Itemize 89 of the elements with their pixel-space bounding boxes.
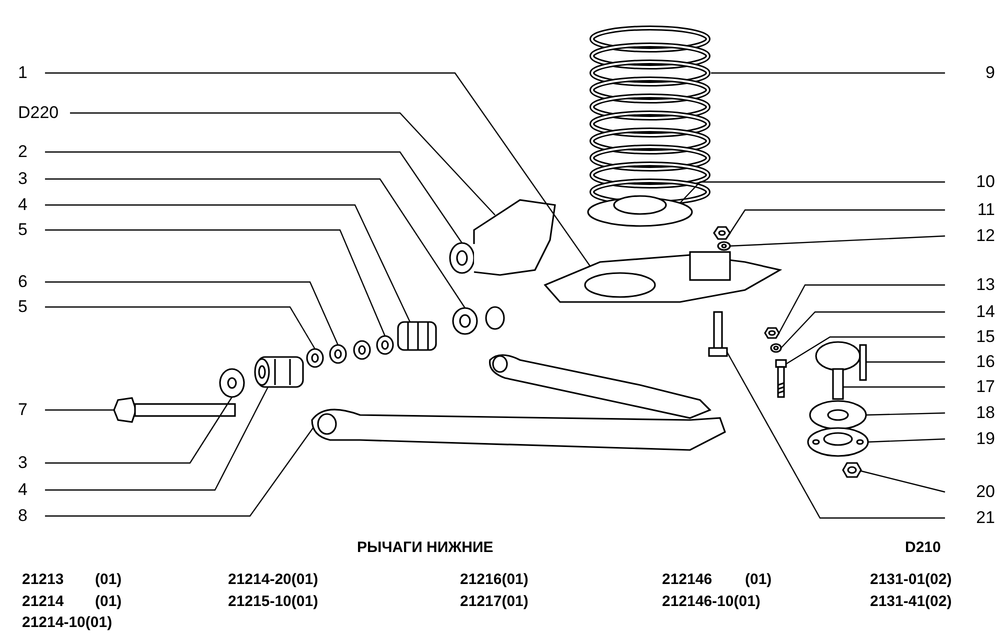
callout-number: 11 (977, 200, 995, 220)
catalog-code: (01) (95, 570, 122, 590)
washer-drawing (770, 343, 782, 353)
catalog-code: 21213 (22, 570, 64, 590)
leader-line (45, 428, 314, 517)
bolt-drawing (859, 344, 867, 381)
leader-line (780, 311, 945, 348)
catalog-code: 21217(01) (460, 592, 528, 612)
callout-number: 6 (18, 272, 28, 292)
bracket-drawing (473, 199, 556, 276)
washer-drawing (219, 368, 245, 398)
diagram-title: РЫЧАГИ НИЖНИЕ (357, 538, 494, 558)
nut-drawing (713, 226, 731, 240)
callout-number: 15 (976, 327, 995, 347)
callout-number: 1 (18, 63, 28, 83)
leader-line (45, 151, 462, 244)
callout-number: 8 (18, 506, 28, 526)
catalog-code: (01) (745, 570, 772, 590)
leader-line (45, 281, 339, 346)
leader-line (45, 178, 466, 308)
callout-number: 18 (976, 403, 995, 423)
callout-number: 4 (18, 480, 28, 500)
flange-drawing (809, 400, 867, 430)
leader-line (45, 229, 386, 336)
bushing-drawing (449, 242, 475, 274)
ball-stud-drawing (815, 341, 861, 400)
leader-line (730, 209, 945, 234)
catalog-code: 212146 (662, 570, 712, 590)
callout-number: 20 (976, 482, 995, 502)
leader-line (866, 412, 946, 416)
bushing-drawing (254, 356, 304, 388)
washer-drawing (329, 344, 347, 364)
washer-drawing (717, 241, 731, 251)
catalog-code: 21215-10(01) (228, 592, 318, 612)
leader-line (786, 336, 945, 365)
lower-arm-drawing (311, 408, 726, 451)
callout-number: 14 (976, 302, 995, 322)
callout-number: 9 (986, 63, 995, 83)
catalog-code: 21214 (22, 592, 64, 612)
callout-number: 5 (18, 220, 28, 240)
callout-number: 4 (18, 195, 28, 215)
diagram-code: D210 (905, 538, 941, 558)
callout-number: 10 (976, 172, 995, 192)
spring-seat-drawing (587, 195, 693, 227)
catalog-code: (01) (95, 592, 122, 612)
leader-line (45, 306, 316, 350)
callout-number: D220 (18, 103, 59, 123)
catalog-code: 21214-10(01) (22, 613, 112, 633)
leader-line (45, 204, 411, 322)
callout-number: 21 (976, 508, 995, 528)
rubber-bushing-drawing (397, 321, 437, 351)
callout-number: 3 (18, 453, 28, 473)
leader-line (868, 438, 946, 443)
callout-number: 5 (18, 297, 28, 317)
catalog-code: 2131-01(02) (870, 570, 952, 590)
leader-line (730, 235, 946, 247)
leader-line (866, 361, 945, 363)
bolt-drawing (113, 397, 236, 423)
leader-line (843, 386, 945, 388)
leader-line (45, 72, 590, 266)
leader-line (726, 352, 945, 519)
leader-line (860, 470, 946, 493)
catalog-code: 21214-20(01) (228, 570, 318, 590)
callout-number: 19 (976, 429, 995, 449)
callout-number: 16 (976, 352, 995, 372)
washer-drawing (376, 335, 394, 355)
catalog-code: 2131-41(02) (870, 592, 952, 612)
flange-drawing (807, 427, 869, 457)
bolt-drawing (708, 311, 728, 357)
callout-number: 13 (976, 275, 995, 295)
callout-number: 3 (18, 169, 28, 189)
bolt-drawing (775, 359, 787, 398)
washer-drawing (452, 307, 478, 335)
leader-line (45, 409, 114, 411)
leader-line (45, 386, 269, 491)
catalog-code: 212146-10(01) (662, 592, 760, 612)
leader-line (70, 112, 496, 216)
callout-number: 17 (976, 377, 995, 397)
callout-number: 12 (976, 226, 995, 246)
catalog-code: 21216(01) (460, 570, 528, 590)
washer-drawing (306, 348, 324, 368)
upper-arm-drawing (544, 251, 782, 303)
leader-line (711, 72, 945, 74)
callout-number: 7 (18, 400, 28, 420)
callout-number: 2 (18, 142, 28, 162)
nut-drawing (764, 327, 780, 339)
nut-drawing (842, 462, 862, 478)
coil-spring-drawing (590, 26, 710, 206)
leader-line (778, 284, 945, 334)
